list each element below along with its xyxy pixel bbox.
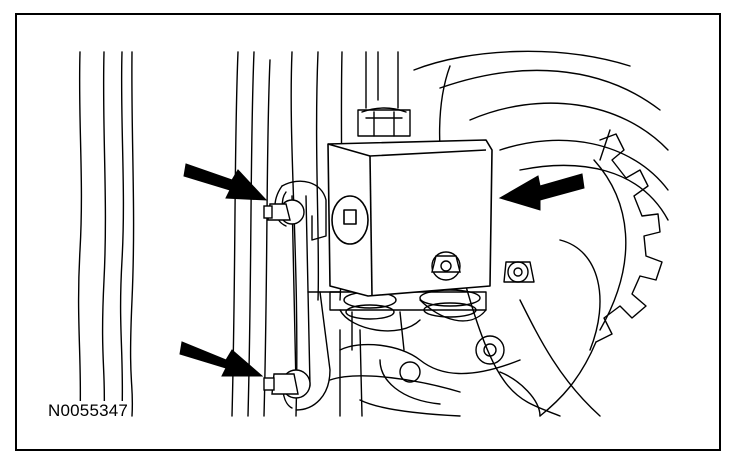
brake-backing-plate [413,50,669,417]
callout-arrows [179,163,585,377]
callout-arrow-lower-link [179,341,264,377]
mounting-bracket [329,291,487,351]
sensor-housing [327,139,493,297]
lower-link-bracket [295,291,341,411]
figure-reference-code: N0055347 [46,401,131,421]
supply-tube [365,51,399,109]
housing-port-plug [343,209,357,225]
lower-link-nut [263,369,311,399]
upper-link-nut [263,199,305,225]
left-panel-lines [77,51,135,417]
tube-fitting [357,107,411,137]
sprocket [539,129,663,417]
housing-bolt [431,251,461,281]
lower-mechanism [329,329,541,417]
callout-arrow-upper-link [183,163,268,201]
side-bolt [503,261,535,283]
callout-arrow-sensor-housing [498,173,585,211]
